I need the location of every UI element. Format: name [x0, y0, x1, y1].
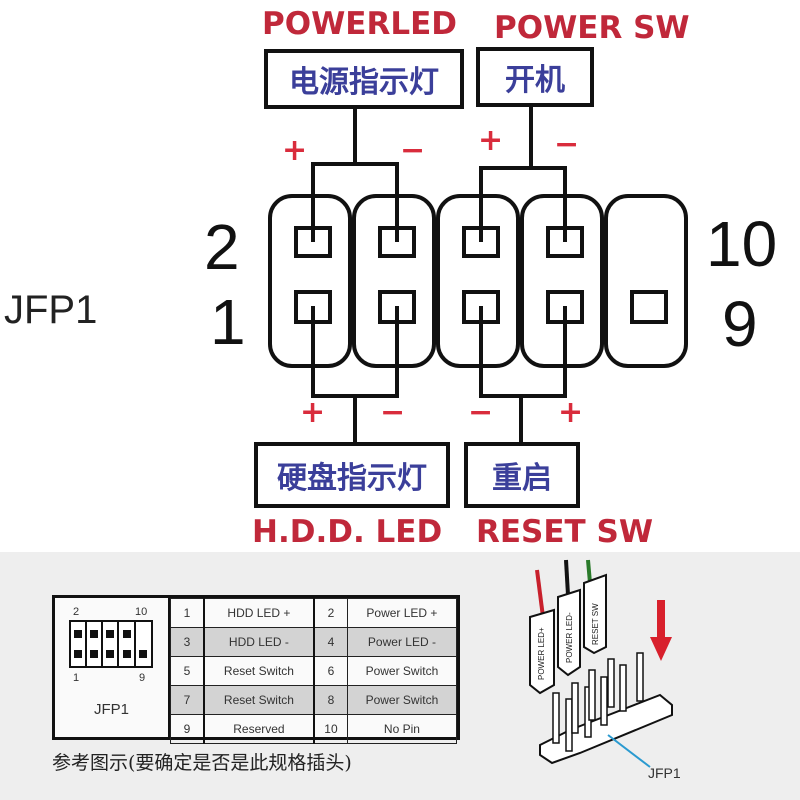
pin-number-cell: 6 — [313, 656, 348, 686]
pin-number-1: 1 — [210, 286, 246, 358]
plug-label-power-led-plus: POWER LED+ — [537, 627, 546, 680]
reset-sw-plus-sign: + — [558, 395, 584, 430]
table-connector-name: JFP1 — [93, 701, 129, 718]
pin-description-cell: Reset Switch — [203, 685, 315, 715]
power-sw-box: 开机 — [476, 47, 594, 107]
pin-column-3 — [436, 194, 520, 368]
connector-name-label: JFP1 — [4, 288, 98, 332]
connector-illustration: POWER LED+ POWER LED- RESET SW — [529, 559, 673, 768]
pin-number-10: 10 — [706, 208, 778, 280]
wire-green — [586, 559, 592, 584]
hdd-led-box: 硬盘指示灯 — [254, 442, 450, 508]
pin-column-5 — [604, 194, 688, 368]
wire-black — [564, 559, 570, 596]
header-pins-drawing — [268, 107, 688, 442]
pin-number-cell: 8 — [313, 685, 348, 715]
hdd-led-plus-sign: + — [300, 395, 326, 430]
pinout-diagram: POWERLED POWER SW 电源指示灯 开机 + − + − + − −… — [4, 6, 778, 550]
pin-number-cell: 9 — [169, 714, 205, 744]
reset-sw-box: 重启 — [464, 442, 580, 508]
pin-description-cell: Power Switch — [346, 685, 458, 715]
mini-label-10: 10 — [135, 606, 148, 618]
hdd-led-minus-sign: − — [380, 395, 406, 430]
pin-number-cell: 1 — [169, 598, 205, 628]
connector-pointer-label: JFP1 — [648, 765, 681, 781]
power-led-minus-sign: − — [400, 133, 426, 168]
pin-number-cell: 3 — [169, 627, 205, 657]
pin-description-cell: HDD LED + — [203, 598, 315, 628]
pin-description-cell: Power LED + — [346, 598, 458, 628]
mini-header-cell: 2 10 1 9 JFP1 — [55, 598, 170, 737]
insert-arrow-icon — [650, 600, 672, 661]
mini-label-2: 2 — [73, 606, 80, 618]
pin-column-2 — [352, 194, 436, 368]
pin-description-cell: HDD LED - — [203, 627, 315, 657]
power-led-plus-sign: + — [282, 133, 308, 168]
pin-number-2: 2 — [204, 211, 240, 283]
power-sw-wire — [479, 166, 567, 242]
pin-column-1 — [268, 194, 352, 368]
pin-number-cell: 7 — [169, 685, 205, 715]
plug-power-led-plus — [529, 608, 555, 695]
plug-label-power-led-minus: POWER LED- — [565, 612, 574, 663]
pin-description-cell: Power LED - — [346, 627, 458, 657]
power-sw-plus-sign: + — [478, 123, 504, 158]
pin-column-4 — [520, 194, 604, 368]
jfp1-pointer — [607, 734, 651, 768]
pin-description-cell: Reset Switch — [203, 656, 315, 686]
pin-description-cell: No Pin — [346, 714, 458, 744]
pin-number-cell: 10 — [313, 714, 348, 744]
mini-label-9: 9 — [139, 672, 146, 684]
pin-description-cell: Power Switch — [346, 656, 458, 686]
power-sw-label: POWER SW — [494, 10, 690, 46]
power-led-box: 电源指示灯 — [264, 49, 464, 109]
plug-label-reset-sw: RESET SW — [591, 603, 600, 645]
mini-header-icon — [69, 620, 153, 668]
reset-sw-minus-sign: − — [468, 395, 494, 430]
reference-caption: 参考图示(要确定是否是此规格插头) — [52, 752, 352, 774]
power-sw-minus-sign: − — [554, 127, 580, 162]
pin-number-cell: 4 — [313, 627, 348, 657]
reset-sw-label: RESET SW — [476, 514, 654, 550]
hdd-led-label: H.D.D. LED — [252, 514, 443, 550]
power-led-label: POWERLED — [262, 6, 457, 42]
plug-power-led-minus — [557, 588, 581, 677]
pin-number-9: 9 — [722, 288, 758, 360]
pin-description-cell: Reserved — [203, 714, 315, 744]
pin-9 — [630, 290, 668, 324]
plug-reset-sw — [583, 573, 607, 655]
mini-label-1: 1 — [73, 672, 80, 684]
pin-number-cell: 2 — [313, 598, 348, 628]
wire-red — [535, 569, 545, 618]
pin-number-cell: 5 — [169, 656, 205, 686]
